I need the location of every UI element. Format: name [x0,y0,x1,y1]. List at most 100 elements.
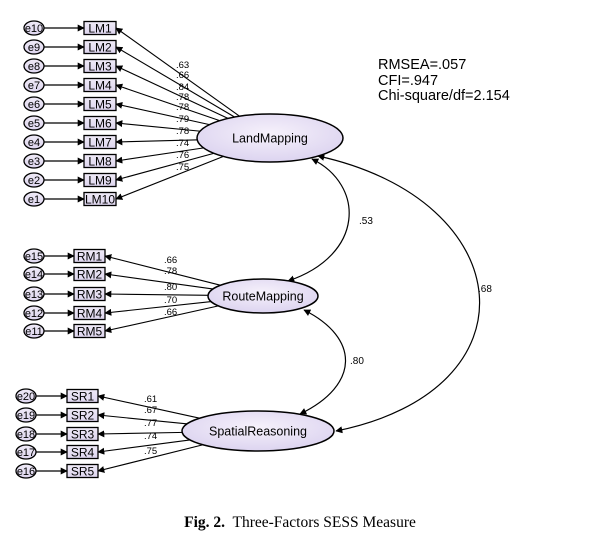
error-circle-e2 [23,172,45,188]
indicator-box-sr5 [66,463,99,479]
indicator-box-lm6 [83,115,117,131]
loading-path-lm6 [115,120,203,132]
factor-ellipse-land-mapping [196,113,344,163]
error-label-e11: e11 [25,326,43,338]
indicator-box-rm3 [73,286,106,302]
error-label-e12: e12 [25,308,43,320]
figure-label: Fig. 2. [184,514,226,531]
error-label-e4: e4 [28,137,40,149]
indicator-box-lm2 [83,39,117,55]
loading-path-rm2 [104,271,215,290]
error-label-e14: e14 [25,269,43,281]
error-circle-e15 [23,248,45,264]
indicator-box-rm1 [73,248,106,264]
loading-value-lm4: .78 [176,92,189,103]
error-circle-e7 [23,77,45,93]
error-circle-e17 [15,444,37,460]
error-label-e5: e5 [28,118,40,130]
loading-path-rm3 [104,290,210,298]
error-label-e9: e9 [28,42,40,54]
loading-value-sr2: .67 [144,405,157,416]
error-circle-e5 [23,115,45,131]
error-circle-e3 [23,153,45,169]
loading-path-lm2 [115,46,236,119]
indicator-box-sr3 [66,426,99,442]
loading-path-rm4 [104,300,213,316]
figure-caption: Fig. 2. Three-Factors SESS Measure [0,514,600,532]
indicator-label-lm8: LM8 [88,155,112,169]
indicator-box-sr2 [66,407,99,423]
loading-path-lm8 [115,147,206,164]
error-circle-e19 [15,407,37,423]
error-label-e3: e3 [28,156,40,168]
indicator-label-rm5: RM5 [77,325,103,339]
indicator-box-lm3 [83,58,117,74]
error-label-e20: e20 [17,391,35,403]
indicator-label-rm1: RM1 [77,250,103,264]
loading-value-rm5: .66 [164,307,177,318]
indicator-label-lm6: LM6 [88,117,112,131]
indicator-label-lm4: LM4 [88,79,112,93]
error-circle-e18 [15,426,37,442]
correlation-value-land-mapping-to-spatial-reasoning: .68 [478,284,492,295]
indicator-box-lm5 [83,96,117,112]
error-circle-e14 [23,266,45,282]
indicator-box-sr1 [66,388,99,404]
loading-path-sr4 [97,439,193,455]
indicator-box-rm5 [73,323,106,339]
error-label-e7: e7 [28,80,40,92]
correlation-path-land-mapping-to-route-mapping [287,158,350,283]
indicator-box-lm9 [83,172,117,188]
loading-value-rm3: .80 [164,282,177,293]
error-label-e2: e2 [28,175,40,187]
error-label-e1: e1 [28,194,40,206]
loading-path-lm5 [115,101,212,126]
error-circle-e20 [15,388,37,404]
error-circle-e11 [23,323,45,339]
loading-path-sr5 [97,443,205,473]
correlation-path-land-mapping-to-spatial-reasoning [317,153,481,434]
indicator-box-lm4 [83,77,117,93]
error-circle-e4 [23,134,45,150]
error-label-e16: e16 [17,466,35,478]
loading-value-rm2: .78 [164,266,177,277]
loading-value-lm1: .63 [176,60,189,71]
loading-value-lm3: .84 [176,82,189,93]
loading-path-rm1 [104,254,222,287]
indicator-label-sr5: SR5 [71,465,95,479]
indicator-box-lm8 [83,153,117,169]
error-label-e19: e19 [17,410,35,422]
indicator-label-rm3: RM3 [77,288,103,302]
loading-path-sr1 [97,393,202,420]
loading-value-lm5: .78 [176,102,189,113]
correlation-value-route-mapping-to-spatial-reasoning: .80 [350,356,364,367]
loading-value-lm8: .74 [176,138,189,149]
correlation-path-route-mapping-to-spatial-reasoning [299,309,347,415]
loading-value-rm4: .70 [164,295,177,306]
indicator-label-sr1: SR1 [71,390,95,404]
indicator-label-lm3: LM3 [88,60,112,74]
loading-path-lm4 [115,83,222,122]
error-label-e6: e6 [28,99,40,111]
factor-label-spatial-reasoning: SpatialReasoning [209,425,307,439]
loading-value-lm2: .66 [176,70,189,81]
error-circle-e8 [23,58,45,74]
loading-value-sr3: .77 [144,418,157,429]
figure-title: Three-Factors SESS Measure [232,514,416,531]
loading-path-lm1 [115,27,241,118]
error-circle-e13 [23,286,45,302]
indicator-label-sr4: SR4 [71,446,95,460]
error-circle-e10 [23,20,45,36]
loading-value-sr4: .74 [144,431,157,442]
loading-value-lm7: .78 [176,126,189,137]
loading-value-lm6: .79 [176,114,189,125]
error-circle-e1 [23,191,45,207]
indicator-box-lm1 [83,20,117,36]
error-label-e8: e8 [28,61,40,73]
indicator-box-rm2 [73,266,106,282]
error-circle-e6 [23,96,45,112]
loading-value-sr1: .61 [144,394,157,405]
loading-value-lm10: .75 [176,162,189,173]
loading-path-sr3 [97,430,185,438]
error-label-e10: e10 [25,23,43,35]
